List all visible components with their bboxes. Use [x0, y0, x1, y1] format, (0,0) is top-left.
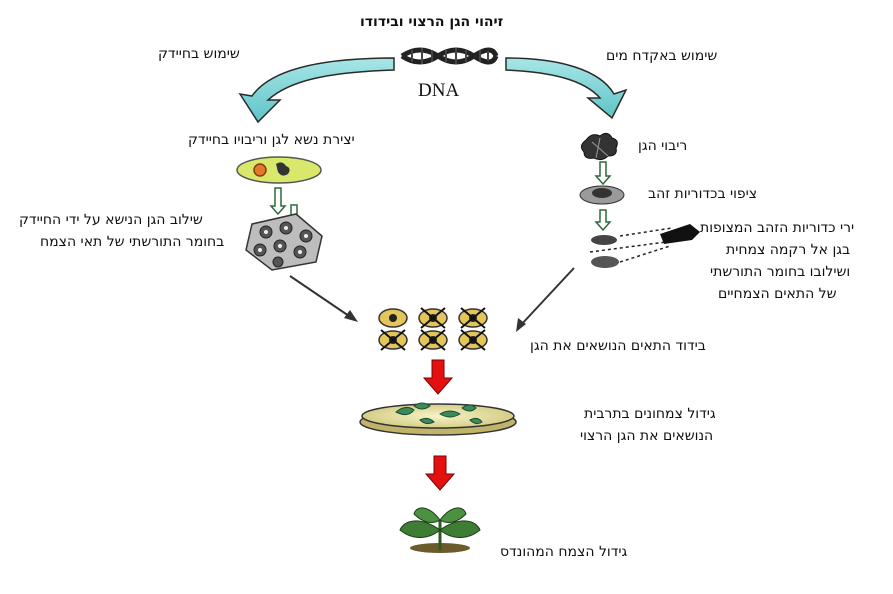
right-small-arrows: [594, 161, 612, 232]
dna-label: DNA: [418, 80, 460, 101]
right-step3-line3: ושילובו בחומר התורשתי: [710, 264, 851, 280]
left-method-label: שימוש בחיידק: [158, 46, 240, 62]
left-step1-label: יצירת נשא לגן וריבויו בחיידק: [188, 132, 355, 148]
left-step2-line2: בחומר התורשתי של תאי הצמח: [40, 234, 225, 250]
left-step2-line1: שילוב הגן הנישא על ידי החיידק: [19, 212, 203, 228]
right-step3-line1: ירי כדוריות הזהב המצופות: [700, 220, 855, 236]
right-step3-line4: של התאים הצמחיים: [718, 286, 837, 302]
right-method-label: שימוש באקדח מים: [606, 48, 718, 64]
selection-label: בידוד התאים הנושאים את הגן: [530, 338, 706, 354]
left-diagonal-arrow: [289, 275, 358, 322]
left-curved-arrow: [238, 57, 395, 124]
diagram-title: זיהוי הגן הרצוי ובידודו: [360, 14, 504, 30]
gene-gun-icon: [589, 224, 700, 268]
gene-copies-icon: [580, 132, 618, 161]
right-curved-arrow: [505, 57, 628, 120]
final-plant-label: גידול הצמח המהונדס: [500, 544, 628, 560]
right-step3-line2: בגן אל רקמה צמחית: [726, 242, 851, 258]
right-step2-label: ציפוי בכדוריות זהב: [648, 186, 758, 202]
culture-dish-icon: [359, 402, 517, 436]
right-diagonal-arrow: [516, 267, 575, 332]
plant-icon: [399, 507, 481, 553]
red-down-arrow-1: [422, 359, 454, 395]
gold-particles-icon: [579, 185, 625, 205]
right-step1-label: ריבוי הגן: [638, 138, 688, 154]
culture-label-line2: הנושאים את הגן הרצוי: [580, 428, 714, 444]
plant-cells-icon: [245, 213, 323, 271]
red-down-arrow-2: [424, 455, 456, 491]
culture-label-line1: גידול צמחונים בתרבית: [584, 406, 716, 422]
dna-helix-icon: [400, 47, 499, 65]
bacterium-plasmid-icon: [236, 156, 322, 184]
cell-selection-grid: [378, 307, 488, 351]
